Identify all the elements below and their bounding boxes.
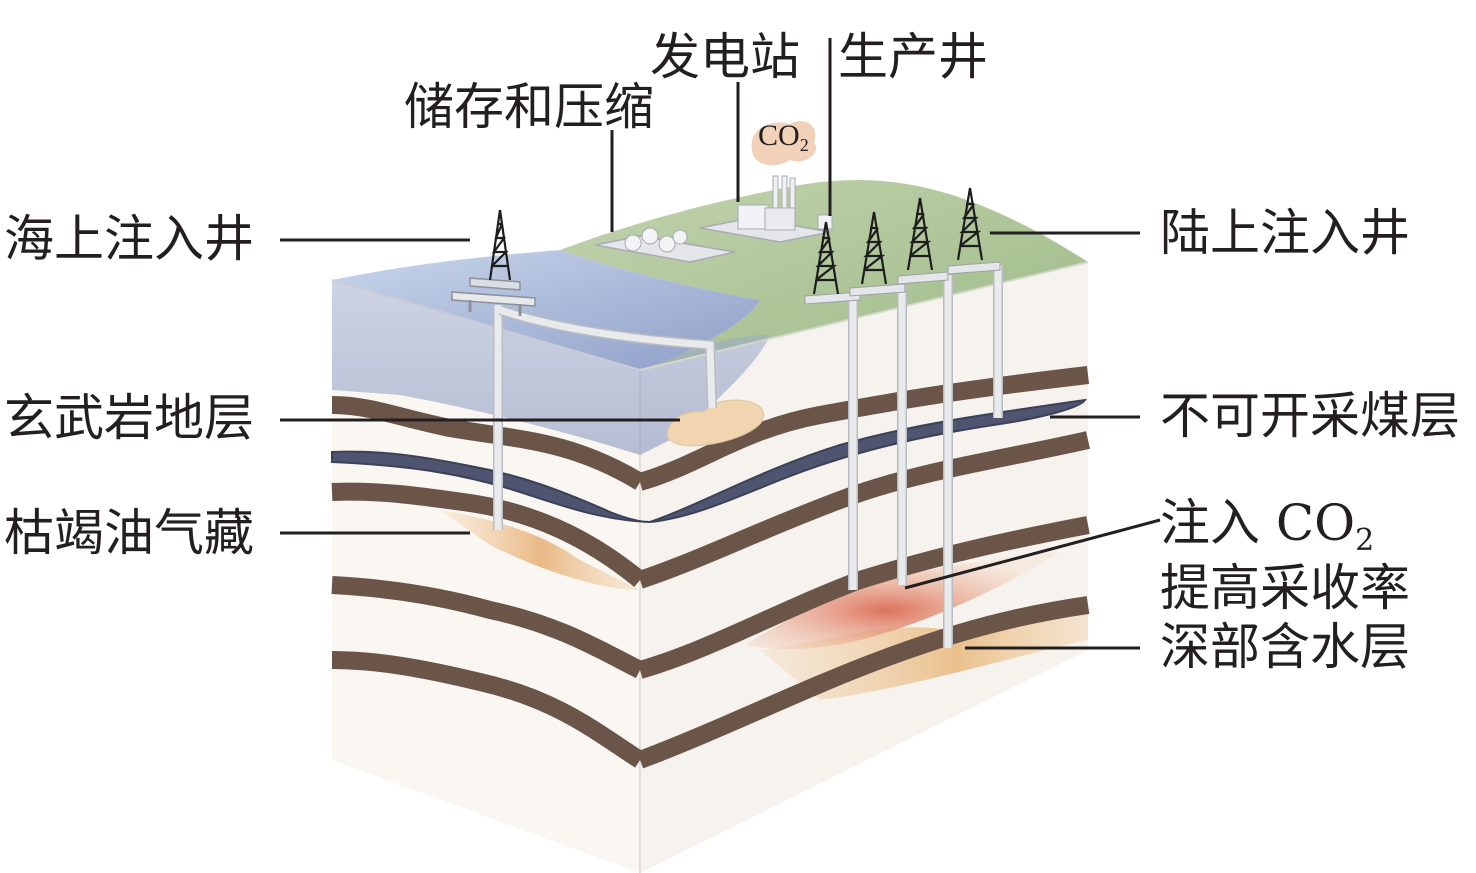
diagram-labels: 海上注入井 储存和压缩 发电站 生产井 陆上注入井 玄武岩地层 不可开采煤层 枯… — [4, 28, 1460, 676]
label-co2-eor-line2: 提高采收率 — [1160, 559, 1410, 617]
power-station — [699, 175, 833, 243]
onshore-well-platforms — [804, 261, 1001, 305]
label-deep-aquifer: 深部含水层 — [1160, 618, 1410, 676]
offshore-derrick-icon — [488, 209, 512, 281]
label-storage-compression: 储存和压缩 — [404, 78, 654, 136]
production-derrick-icon — [812, 221, 840, 295]
unminable-coal-seam — [649, 398, 1087, 523]
offshore-platform — [451, 209, 536, 316]
onshore-derrick-icon — [906, 197, 934, 271]
onshore-derrick-icon — [956, 187, 984, 261]
sea-water-column — [332, 280, 770, 455]
leader-lines — [280, 38, 1161, 650]
label-production-well: 生产井 — [838, 28, 988, 86]
co2-plume-label: CO2 — [758, 119, 809, 155]
label-power-station: 发电站 — [650, 28, 800, 86]
depleted-oil-gas-zone — [440, 510, 640, 590]
label-depleted-oil-gas: 枯竭油气藏 — [4, 504, 254, 562]
label-onshore-injection-well: 陆上注入井 — [1160, 204, 1410, 262]
well-pipes — [493, 265, 1003, 648]
eor-co2-zone — [745, 552, 1060, 650]
label-co2-eor-line1: 注入 CO2 — [1160, 494, 1374, 558]
onshore-derrick-icon — [860, 211, 888, 285]
strata-left-face — [331, 396, 651, 768]
label-unminable-coal-seam: 不可开采煤层 — [1160, 387, 1460, 445]
label-basalt-formation: 玄武岩地层 — [4, 389, 254, 447]
co2-emission-plume: CO2 — [751, 119, 817, 166]
label-offshore-injection-well: 海上注入井 — [4, 210, 254, 268]
strata-right-face — [636, 366, 1090, 769]
basalt-formation — [666, 399, 765, 447]
storage-compression-facility — [594, 227, 736, 263]
